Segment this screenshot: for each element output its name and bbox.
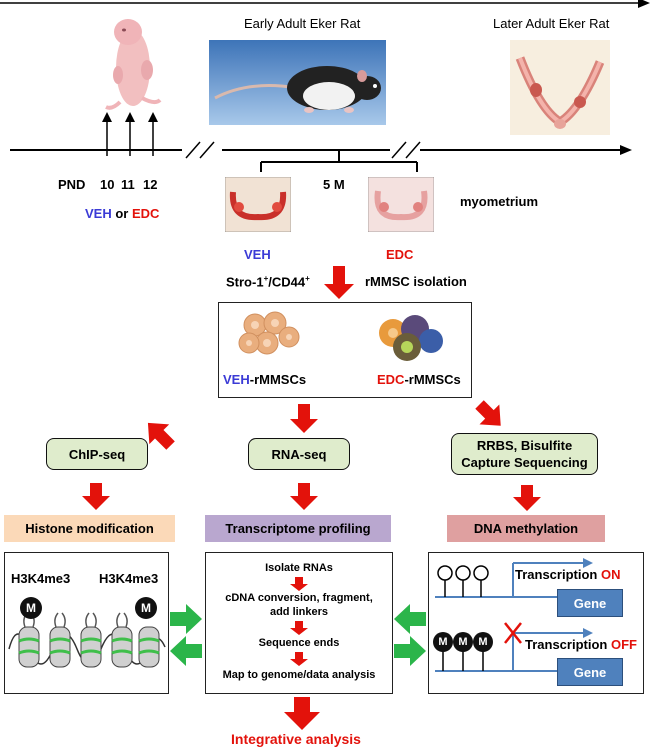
edc-cell-cluster	[379, 315, 443, 361]
later-adult-uterus-photo	[510, 40, 610, 135]
green-arrow-rna-to-methyl	[394, 636, 426, 666]
early-adult-rat-photo	[209, 40, 386, 125]
rna-step-3: Sequence ends	[258, 637, 340, 649]
nucleosome-array	[8, 612, 166, 668]
gene-label-top: Gene	[573, 595, 607, 611]
later-adult-label: Later Adult Eker Rat	[493, 16, 610, 31]
pnd-label: PND	[58, 177, 86, 192]
methylation-arrow	[513, 485, 541, 511]
gene-label-bottom: Gene	[573, 664, 607, 680]
chip-seq-box: ChIP-seq	[46, 438, 148, 470]
veh-tissue-label: VEH	[244, 247, 271, 262]
methyl-m-left: M	[26, 601, 36, 615]
rna-step-1: Isolate RNAs	[265, 562, 333, 574]
pnd-day-11: 11	[121, 177, 135, 192]
edc-tissue-label: EDC	[386, 247, 414, 262]
transcription-on-label: Transcription ON	[515, 567, 620, 582]
rrbs-arrow	[475, 400, 501, 426]
methylation-panel: M M M Transcription ON Transcription OFF…	[428, 552, 644, 694]
gene-box-bottom: Gene	[557, 658, 623, 686]
edc-tissue-photo	[368, 177, 434, 232]
methyl-mark-2: M	[453, 632, 473, 652]
veh-tissue-photo	[225, 177, 291, 232]
integrative-arrow	[284, 697, 320, 730]
age-label: 5 M	[323, 177, 345, 192]
early-adult-label: Early Adult Eker Rat	[244, 16, 361, 31]
top-timeline-arrow	[0, 0, 650, 8]
rna-step-2-line-1: cDNA conversion, fragment,	[225, 592, 373, 604]
veh-rmmsc-suffix: -rMMSCs	[249, 372, 307, 387]
marker-sup-1: +	[263, 274, 269, 283]
treatment-veh: VEH	[85, 206, 112, 221]
histone-modification-band: Histone modification	[4, 515, 175, 542]
edc-rmmsc-prefix: EDC	[377, 372, 405, 387]
treatment-edc: EDC	[131, 206, 160, 221]
rrbs-line-2: Capture Sequencing	[461, 455, 588, 470]
veh-rmmsc-prefix: VEH	[223, 372, 250, 387]
transcription-off-state: OFF	[610, 637, 637, 652]
treatment-label: VEH or EDC	[85, 206, 159, 221]
green-arrow-histone-to-rna	[170, 604, 202, 634]
edc-rmmsc-suffix: -rMMSCs	[404, 372, 461, 387]
veh-rmmsc-label: VEH-rMMSCs	[223, 372, 306, 387]
histone-methyl-mark-left: M	[20, 597, 42, 619]
methyl-m-2: M	[458, 636, 468, 648]
rmmsc-cells-panel: VEH-rMMSCs EDC-rMMSCs	[218, 302, 472, 398]
marker-stro: Stro-1	[226, 274, 264, 290]
rrbs-line-1: RRBS, Bisulfite	[476, 438, 573, 453]
edc-rmmsc-label: EDC-rMMSCs	[377, 372, 461, 387]
green-arrow-methyl-to-rna	[394, 604, 426, 634]
histone-mark-right: H3K4me3	[99, 571, 159, 586]
rna-step-4: Map to genome/data analysis	[222, 669, 376, 681]
transcription-off-label: Transcription OFF	[525, 637, 637, 652]
methylation-diagram	[435, 558, 593, 672]
rna-step-arrows	[290, 577, 308, 666]
histone-mark-left: H3K4me3	[11, 571, 71, 586]
transcriptome-profiling-band: Transcriptome profiling	[205, 515, 391, 542]
rna-seq-arrow	[290, 404, 318, 433]
transcription-off-text: Transcription	[525, 637, 608, 652]
methyl-mark-3: M	[473, 632, 493, 652]
transcriptome-arrow	[290, 483, 318, 510]
methyl-mark-1: M	[433, 632, 453, 652]
main-timeline	[10, 141, 632, 172]
histone-methyl-mark-right: M	[135, 597, 157, 619]
rna-steps-panel: Isolate RNAs cDNA conversion, fragment, …	[205, 552, 393, 694]
pup-illustration	[105, 19, 162, 110]
pnd-day-10: 10	[100, 177, 115, 192]
integrative-analysis-label: Integrative analysis	[231, 731, 361, 747]
treatment-or: or	[115, 206, 129, 221]
gene-box-top: Gene	[557, 589, 623, 617]
tissue-label: myometrium	[460, 194, 539, 209]
methyl-m-3: M	[478, 636, 488, 648]
methyl-m-right: M	[141, 601, 151, 615]
transcription-on-state: ON	[600, 567, 621, 582]
dna-methylation-band: DNA methylation	[447, 515, 605, 542]
histone-panel: H3K4me3 H3K4me3 M M	[4, 552, 169, 694]
methyl-m-1: M	[438, 636, 448, 648]
pnd-day-12: 12	[143, 177, 158, 192]
histone-arrow	[82, 483, 110, 510]
transcription-on-text: Transcription	[515, 567, 598, 582]
rna-step-2-line-2: add linkers	[269, 606, 329, 618]
stro-marker-label: Stro-1+/CD44+	[226, 274, 310, 289]
rrbs-box: RRBS, Bisulfite Capture Sequencing	[451, 433, 598, 475]
veh-cell-cluster	[238, 311, 300, 355]
isolation-arrow	[324, 266, 354, 299]
marker-cd44: /CD44	[268, 274, 306, 290]
green-arrow-rna-to-histone	[170, 636, 202, 666]
rna-seq-box: RNA-seq	[248, 438, 350, 470]
marker-sup-2: +	[305, 274, 310, 283]
isolation-method-label: rMMSC isolation	[365, 274, 467, 289]
